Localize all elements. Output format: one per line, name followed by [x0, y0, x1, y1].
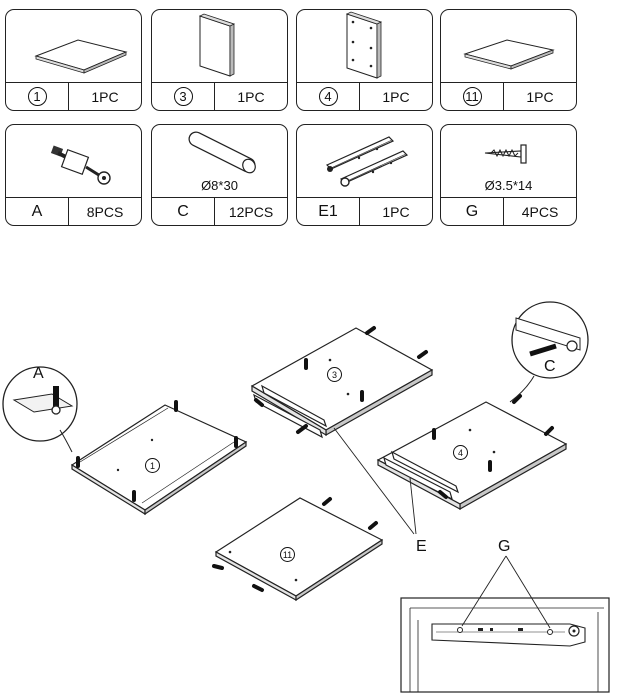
top-panel-icon [34, 39, 128, 74]
hardware-id: E1 [297, 198, 360, 225]
hardware-id: C [152, 198, 215, 225]
callout-g: G [498, 538, 511, 555]
panel-4-drawing [376, 401, 568, 511]
detail-c [509, 301, 589, 403]
panel-label-11: 11 [280, 547, 295, 562]
part-quantity: 1PC [382, 88, 410, 105]
wooden-dowel-icon [188, 131, 256, 174]
part-number: 4 [318, 87, 338, 106]
part-number: 3 [173, 87, 193, 106]
panel-label-4: 4 [453, 445, 468, 460]
hardware-card-footer: C 12PCS [152, 197, 287, 225]
part-card-footer: 1 1PC [6, 82, 141, 110]
part-card-footer: 11 1PC [441, 82, 576, 110]
callout-e: E [416, 538, 427, 555]
leader-line-e-right [409, 477, 417, 535]
hardware-card-footer: A 8PCS [6, 197, 141, 225]
hardware-card-c: Ø8*30 C 12PCS [151, 124, 288, 226]
panel-label-3: 3 [327, 367, 342, 382]
panel-11-drawing [214, 497, 384, 602]
drilled-side-panel-icon [345, 11, 383, 79]
part-card-3: 3 1PC [151, 9, 288, 111]
part-number: 11 [462, 87, 482, 106]
hardware-quantity: 8PCS [86, 203, 124, 220]
hardware-quantity: 12PCS [228, 203, 274, 220]
holes [116, 358, 496, 582]
part-card-4: 4 1PC [296, 9, 433, 111]
callout-c: C [544, 358, 556, 375]
part-card-footer: 4 1PC [297, 82, 432, 110]
hardware-card-a: A 8PCS [5, 124, 142, 226]
hardware-id: G [441, 198, 504, 225]
hardware-spec: Ø3.5*14 [484, 178, 533, 193]
panel-label-1: 1 [145, 458, 160, 473]
screw-icon [484, 144, 527, 164]
bottom-panel-icon [463, 39, 555, 70]
hardware-card-e1: E1 1PC [296, 124, 433, 226]
hardware-card-g: Ø3.5*14 G 4PCS [440, 124, 577, 226]
leader-line-e-left [333, 427, 415, 535]
hardware-card-footer: E1 1PC [297, 197, 432, 225]
part-quantity: 1PC [237, 88, 265, 105]
detail-a [2, 366, 78, 453]
dowels [76, 326, 554, 592]
drawer-slide-icon [325, 136, 409, 187]
callout-a: A [33, 365, 44, 382]
part-card-1: 1 1PC [5, 9, 142, 111]
panel-1-drawing [70, 404, 248, 516]
hardware-card-footer: G 4PCS [441, 197, 576, 225]
hardware-spec: Ø8*30 [201, 178, 238, 193]
detail-g-box [400, 555, 610, 693]
side-panel-icon [198, 13, 236, 77]
hardware-quantity: 4PCS [521, 203, 559, 220]
part-quantity: 1PC [91, 88, 119, 105]
cam-bolt-icon [50, 145, 111, 185]
panel-3-drawing [250, 327, 434, 437]
part-quantity: 1PC [526, 88, 554, 105]
part-number: 1 [27, 87, 47, 106]
part-card-11: 11 1PC [440, 9, 577, 111]
part-card-footer: 3 1PC [152, 82, 287, 110]
hardware-id: A [6, 198, 69, 225]
hardware-quantity: 1PC [382, 203, 410, 220]
drawer-slide-right [383, 450, 460, 501]
